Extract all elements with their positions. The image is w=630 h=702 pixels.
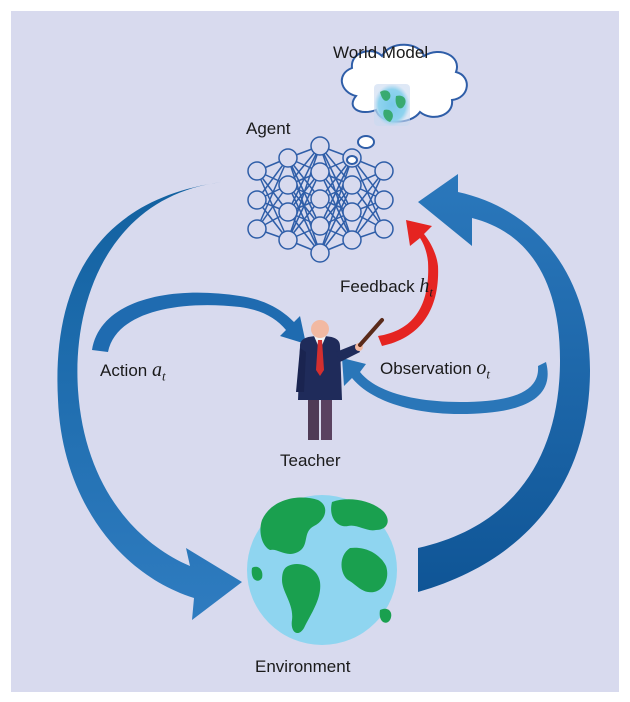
network-node: [342, 175, 362, 195]
network-node: [310, 243, 330, 263]
agent-network-icon: [247, 136, 394, 263]
network-node: [374, 190, 394, 210]
network-connection: [287, 145, 321, 213]
action-arc-arrow: [57, 182, 242, 620]
mini-globe-icon: [374, 84, 410, 126]
feedback-arrow: [378, 220, 439, 346]
network-node: [310, 189, 330, 209]
observation-arc-arrow: [418, 174, 590, 592]
network-node: [310, 216, 330, 236]
network-node: [247, 161, 267, 181]
action-subscript: t: [161, 368, 166, 384]
network-connection: [319, 184, 353, 254]
action-text: Action: [100, 361, 148, 380]
network-node: [342, 230, 362, 250]
network-connection: [287, 145, 321, 241]
feedback-variable: h: [419, 275, 430, 297]
network-connection: [319, 157, 353, 227]
network-node: [374, 161, 394, 181]
network-connection: [256, 157, 289, 230]
agent-label: Agent: [246, 119, 291, 138]
environment-label: Environment: [255, 657, 351, 676]
teacher-figure: [296, 318, 384, 440]
network-node: [342, 202, 362, 222]
network-connection: [319, 157, 353, 254]
feedback-subscript: t: [429, 284, 434, 300]
observation-subscript: t: [486, 366, 491, 382]
network-node: [247, 190, 267, 210]
network-node: [247, 219, 267, 239]
world-model-label: World Model: [333, 43, 429, 62]
network-node: [278, 148, 298, 168]
network-node: [278, 230, 298, 250]
thought-cloud-icon: [341, 43, 468, 165]
observation-text: Observation: [380, 359, 472, 378]
network-connection: [351, 170, 385, 241]
observation-to-teacher-arrow: [342, 358, 548, 414]
network-node: [310, 136, 330, 156]
action-label: Action at: [100, 360, 166, 382]
network-connection: [351, 157, 385, 230]
observation-label: Observation ot: [380, 358, 490, 380]
feedback-label: Feedback ht: [340, 276, 433, 298]
teacher-label: Teacher: [280, 451, 341, 470]
observation-variable: o: [476, 357, 487, 379]
network-connection: [287, 171, 321, 241]
network-node: [278, 175, 298, 195]
network-node: [310, 162, 330, 182]
action-variable: a: [151, 359, 162, 381]
action-to-teacher-arrow: [92, 292, 306, 352]
network-node: [278, 202, 298, 222]
network-node: [374, 219, 394, 239]
environment-globe-icon: [247, 495, 397, 645]
feedback-text: Feedback: [340, 277, 415, 296]
